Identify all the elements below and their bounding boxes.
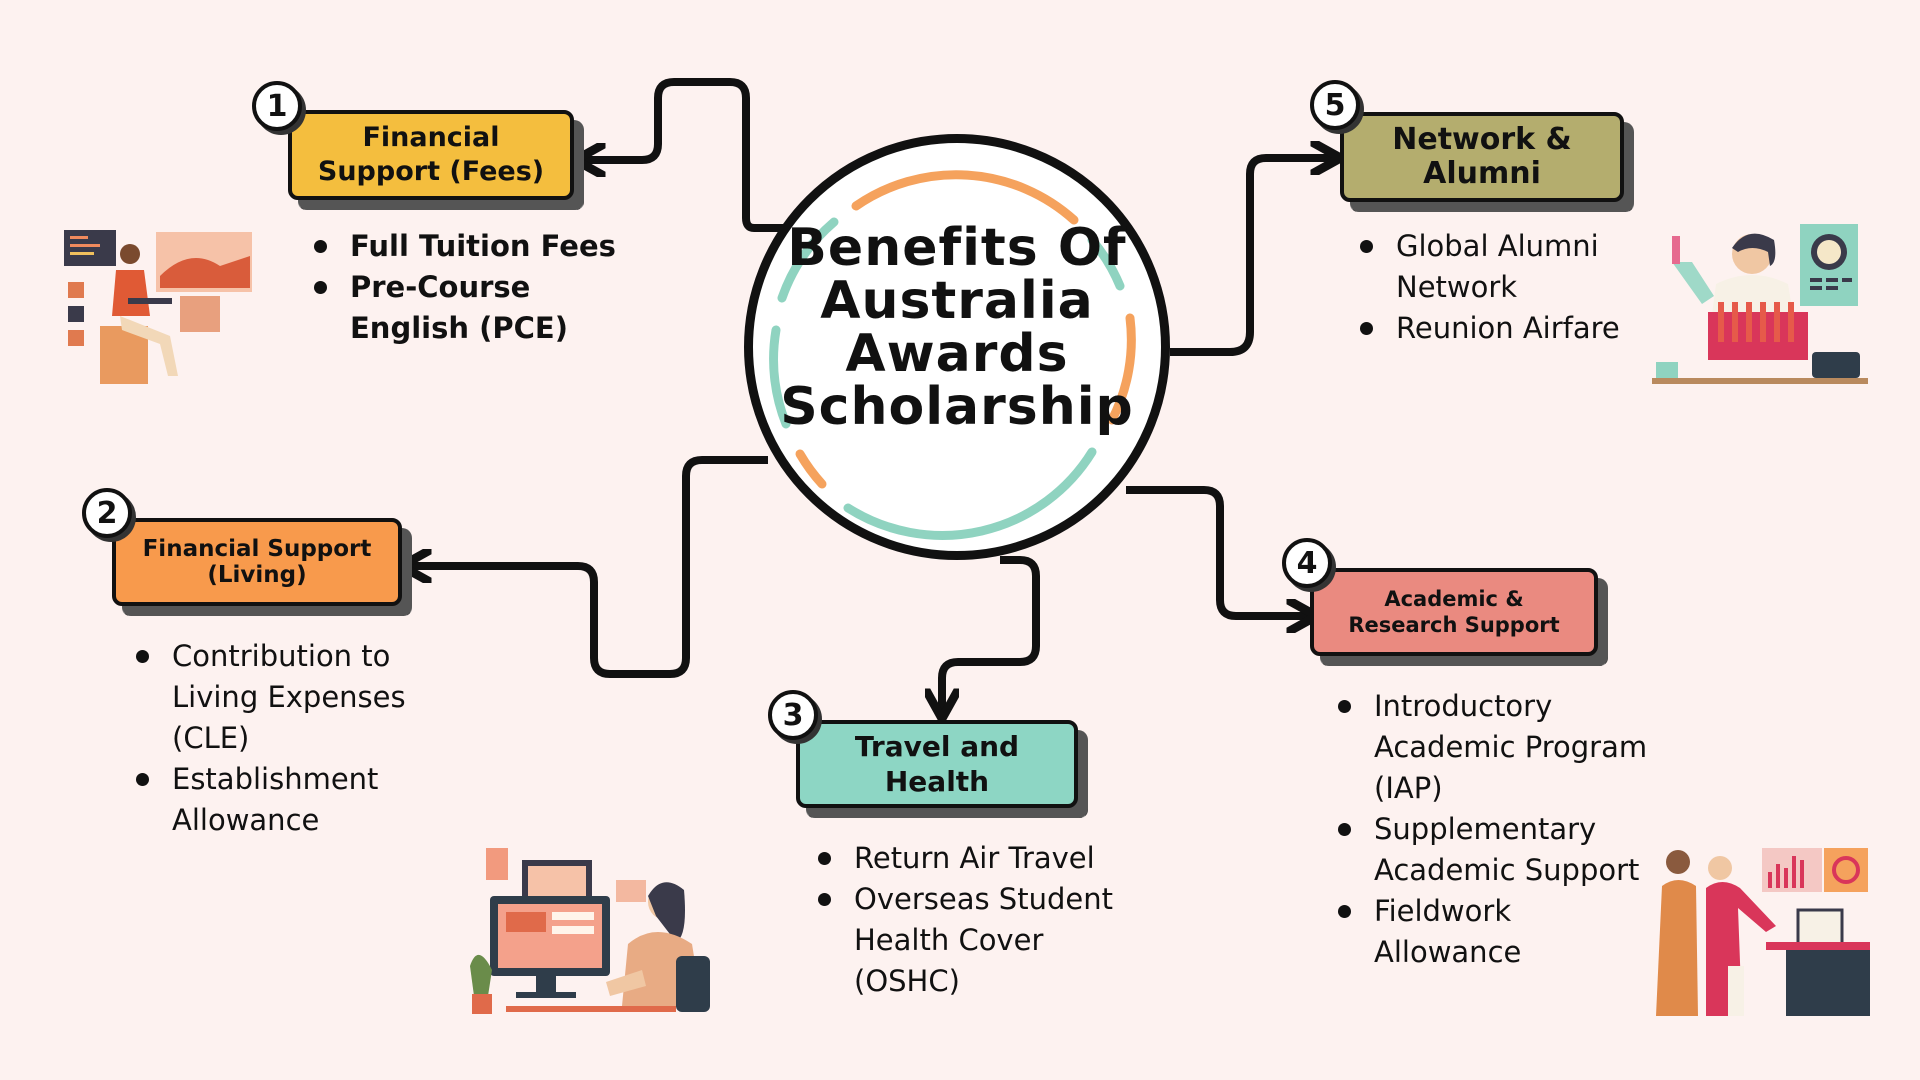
benefit-5-label: Network & Alumni	[1392, 122, 1572, 191]
connector-2	[408, 456, 768, 678]
benefit-1-box: Financial Support (Fees)	[288, 110, 584, 210]
benefit-3-box: Travel and Health	[796, 720, 1088, 818]
benefit-2-number: 2	[96, 495, 118, 531]
benefit-4-list: Introductory Academic Program (IAP) Supp…	[1332, 686, 1647, 973]
benefit-3-item-2: Overseas Student Health Cover (OSHC)	[812, 879, 1113, 1002]
benefit-4-box: Academic & Research Support	[1310, 568, 1608, 666]
benefit-5-item-2: Reunion Airfare	[1354, 308, 1620, 349]
benefit-5-number-badge: 5	[1310, 80, 1360, 130]
benefit-3-list: Return Air Travel Overseas Student Healt…	[812, 838, 1113, 1002]
benefit-2-box: Financial Support (Living)	[112, 518, 412, 616]
diagram-title: Benefits Of Australia Awards Scholarship	[780, 218, 1134, 437]
benefit-4-label: Academic & Research Support	[1348, 587, 1560, 637]
benefit-2-number-badge: 2	[82, 488, 132, 538]
benefit-2-item-2: Establishment Allowance	[130, 759, 406, 841]
benefit-5-list: Global Alumni Network Reunion Airfare	[1354, 226, 1620, 349]
benefit-3-number: 3	[782, 697, 804, 733]
connector-5	[1170, 158, 1334, 356]
benefit-4-number: 4	[1296, 545, 1318, 581]
benefit-1-number-badge: 1	[252, 81, 302, 131]
benefit-1-list: Full Tuition Fees Pre-Course English (PC…	[308, 226, 616, 349]
connector-3	[942, 556, 1040, 712]
benefit-3-item-1: Return Air Travel	[812, 838, 1113, 879]
benefit-1-number: 1	[266, 88, 288, 124]
illustration-person-laptop	[64, 230, 252, 384]
benefit-4-item-1: Introductory Academic Program (IAP)	[1332, 686, 1647, 809]
benefit-4-item-2: Supplementary Academic Support	[1332, 809, 1647, 891]
benefit-1-item-1: Full Tuition Fees	[308, 226, 616, 267]
benefit-1-item-2: Pre-Course English (PCE)	[308, 267, 616, 349]
benefit-5-number: 5	[1324, 87, 1346, 123]
benefit-2-item-1: Contribution to Living Expenses (CLE)	[130, 636, 406, 759]
benefit-5-box: Network & Alumni	[1340, 112, 1634, 212]
benefit-2-list: Contribution to Living Expenses (CLE) Es…	[130, 636, 406, 841]
connector-4	[1126, 486, 1310, 616]
benefit-5-item-1: Global Alumni Network	[1354, 226, 1620, 308]
illustration-scientist	[1652, 224, 1868, 384]
benefit-1-label: Financial Support (Fees)	[317, 122, 545, 187]
benefit-3-label: Travel and Health	[854, 730, 1020, 798]
benefit-3-number-badge: 3	[768, 690, 818, 740]
connector-1	[582, 78, 783, 232]
benefit-4-number-badge: 4	[1282, 538, 1332, 588]
illustration-woman-at-computer	[470, 848, 710, 1014]
illustration-presentation	[1656, 848, 1870, 1016]
benefit-2-label: Financial Support (Living)	[142, 536, 372, 588]
benefit-4-item-3: Fieldwork Allowance	[1332, 891, 1647, 973]
